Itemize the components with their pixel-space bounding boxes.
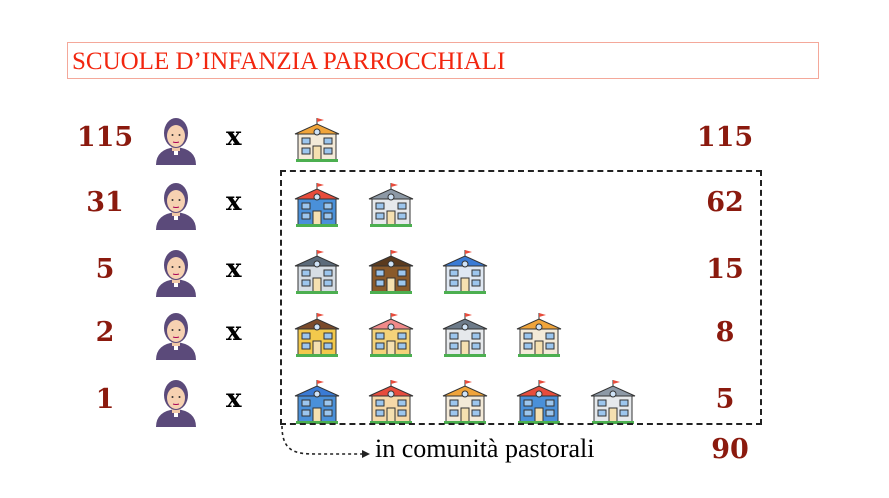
priest-row: 2 x 8: [0, 303, 889, 363]
multiply-sign: x: [226, 384, 242, 414]
school-total: 115: [696, 122, 754, 153]
priest-count: 1: [95, 384, 115, 415]
community-total: 90: [711, 434, 749, 465]
school-total: 5: [715, 384, 735, 415]
school-icon: [367, 248, 415, 294]
multiply-sign: x: [226, 187, 242, 217]
priest-icon: [153, 113, 199, 165]
school-icon: [293, 116, 341, 162]
priest-icon: [153, 245, 199, 297]
school-icon: [293, 378, 341, 424]
priest-icon: [153, 308, 199, 360]
school-icon: [367, 378, 415, 424]
school-icon: [293, 311, 341, 357]
priest-count: 31: [86, 187, 124, 218]
priest-count: 5: [95, 254, 115, 285]
priest-icon: [153, 375, 199, 427]
school-total: 8: [715, 317, 735, 348]
school-icon: [515, 378, 563, 424]
multiply-sign: x: [226, 317, 242, 347]
priest-icon: [153, 178, 199, 230]
school-icon: [367, 311, 415, 357]
priest-row: 115 x 115: [0, 108, 889, 168]
priest-count: 2: [95, 317, 115, 348]
school-total: 15: [706, 254, 744, 285]
slide-title: SCUOLE D’INFANZIA PARROCCHIALI: [67, 42, 819, 79]
school-icon: [589, 378, 637, 424]
priest-count: 115: [76, 122, 134, 153]
school-icon: [441, 311, 489, 357]
school-total: 62: [706, 187, 744, 218]
school-icon: [441, 248, 489, 294]
school-icon: [293, 248, 341, 294]
priest-row: 1 x 5: [0, 370, 889, 430]
multiply-sign: x: [226, 254, 242, 284]
multiply-sign: x: [226, 122, 242, 152]
school-icon: [367, 181, 415, 227]
dashed-arrow-icon: [281, 425, 370, 458]
school-icon: [441, 378, 489, 424]
community-group-box: [280, 170, 762, 425]
school-icon: [293, 181, 341, 227]
community-label: in comunità pastorali: [375, 434, 595, 463]
priest-row: 31 x 62: [0, 173, 889, 233]
priest-row: 5 x 15: [0, 240, 889, 300]
school-icon: [515, 311, 563, 357]
